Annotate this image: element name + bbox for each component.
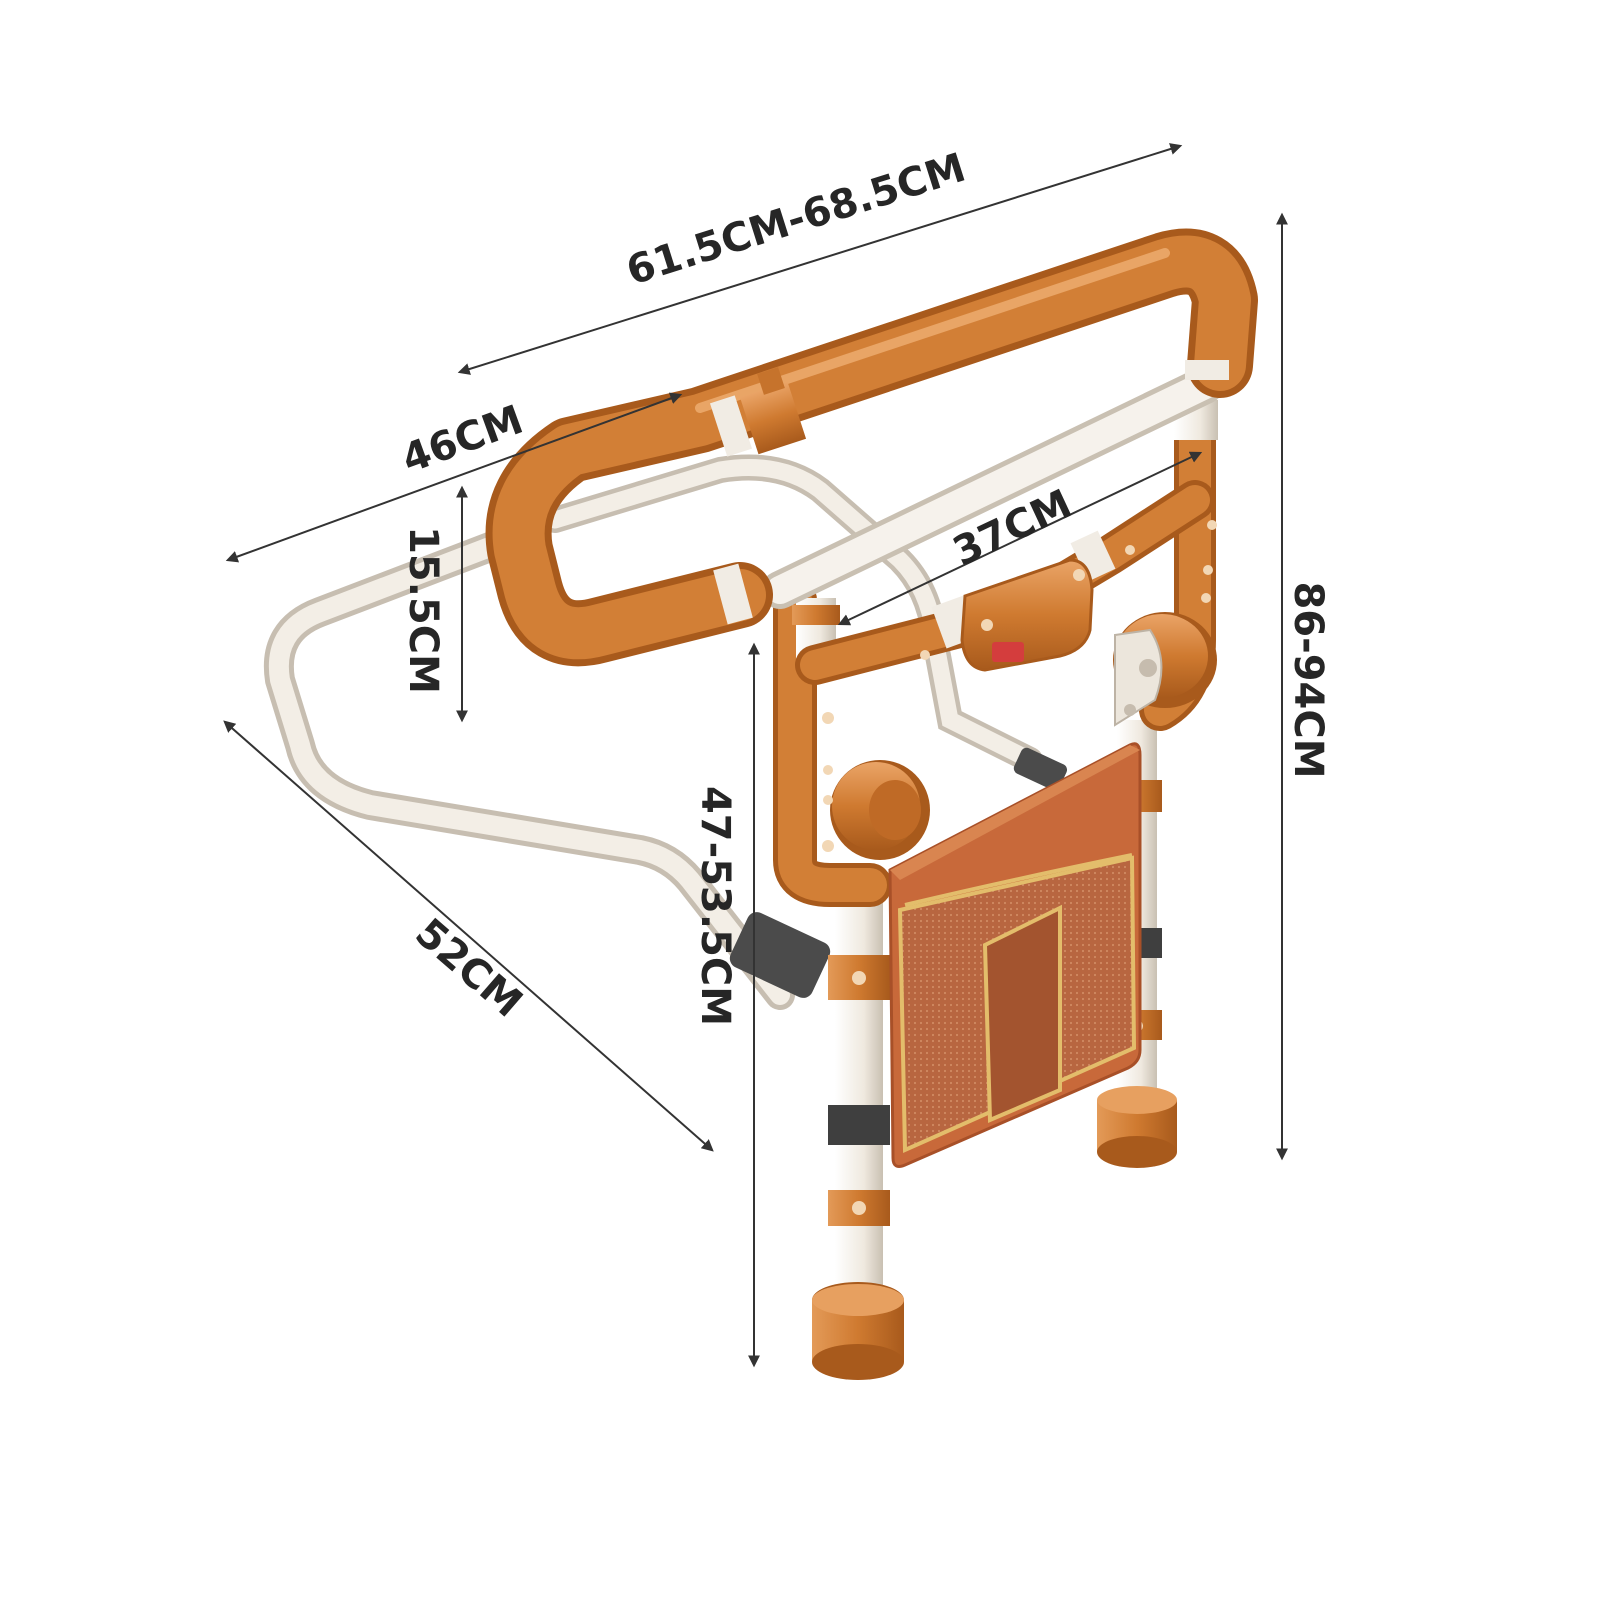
label-seat-height: 47-53.5CM <box>692 786 738 1026</box>
label-total-width: 61.5CM-68.5CM <box>621 145 971 295</box>
label-base-length: 52CM <box>406 910 530 1027</box>
storage-bag <box>888 742 1142 1168</box>
front-leg <box>812 880 904 1380</box>
label-total-height: 86-94CM <box>1285 581 1331 778</box>
base-grip-sleeve <box>729 912 831 998</box>
label-handle-height: 15.5CM <box>400 526 446 694</box>
dim-line-base-length <box>223 720 714 1152</box>
dim-line-total-width <box>457 143 1183 375</box>
dim-line-inner-width <box>837 451 1203 626</box>
red-release-button <box>992 642 1024 662</box>
dim-line-base-depth <box>225 392 683 563</box>
rear-hinge <box>1113 612 1217 727</box>
dimension-lines <box>223 143 1288 1368</box>
front-hinge <box>822 712 930 860</box>
